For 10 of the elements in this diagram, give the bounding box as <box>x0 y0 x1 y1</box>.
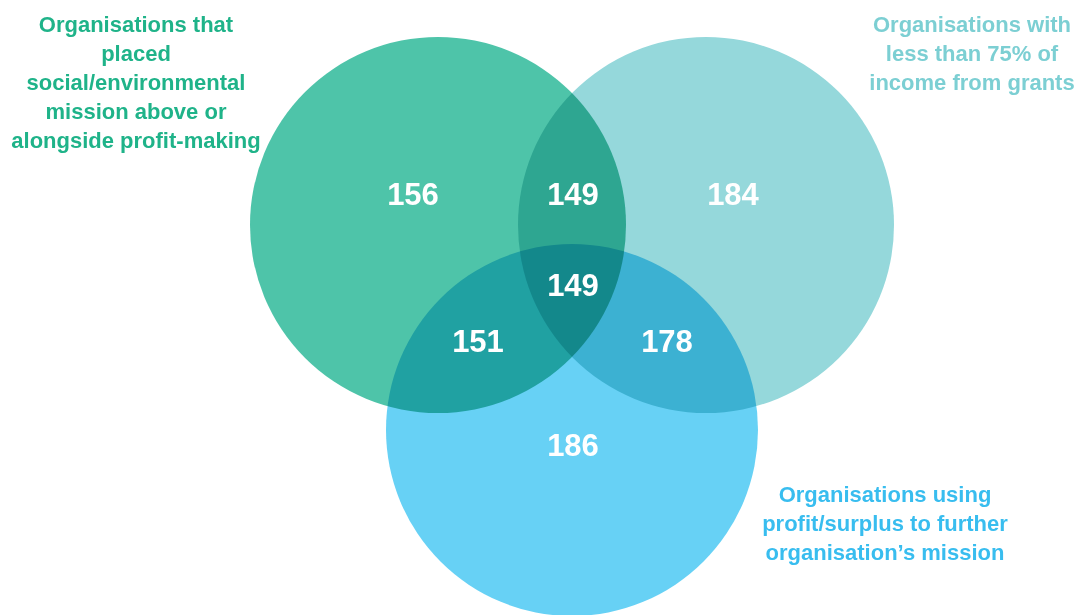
set-heading: Organisations with less than 75% of income from grants <box>868 11 1076 97</box>
count-value: 186 <box>547 429 599 461</box>
count-value: 156 <box>387 178 439 210</box>
set-heading: Organisations that placed social/environmental mission above or alongside profit-making <box>10 11 262 155</box>
count-value: 149 <box>547 269 599 301</box>
count-value: 184 <box>707 178 759 210</box>
count-value: 149 <box>547 178 599 210</box>
count-value: 178 <box>641 325 693 357</box>
set-heading: Organisations using profit/surplus to further organisation’s mission <box>761 481 1009 567</box>
count-value: 151 <box>452 325 504 357</box>
